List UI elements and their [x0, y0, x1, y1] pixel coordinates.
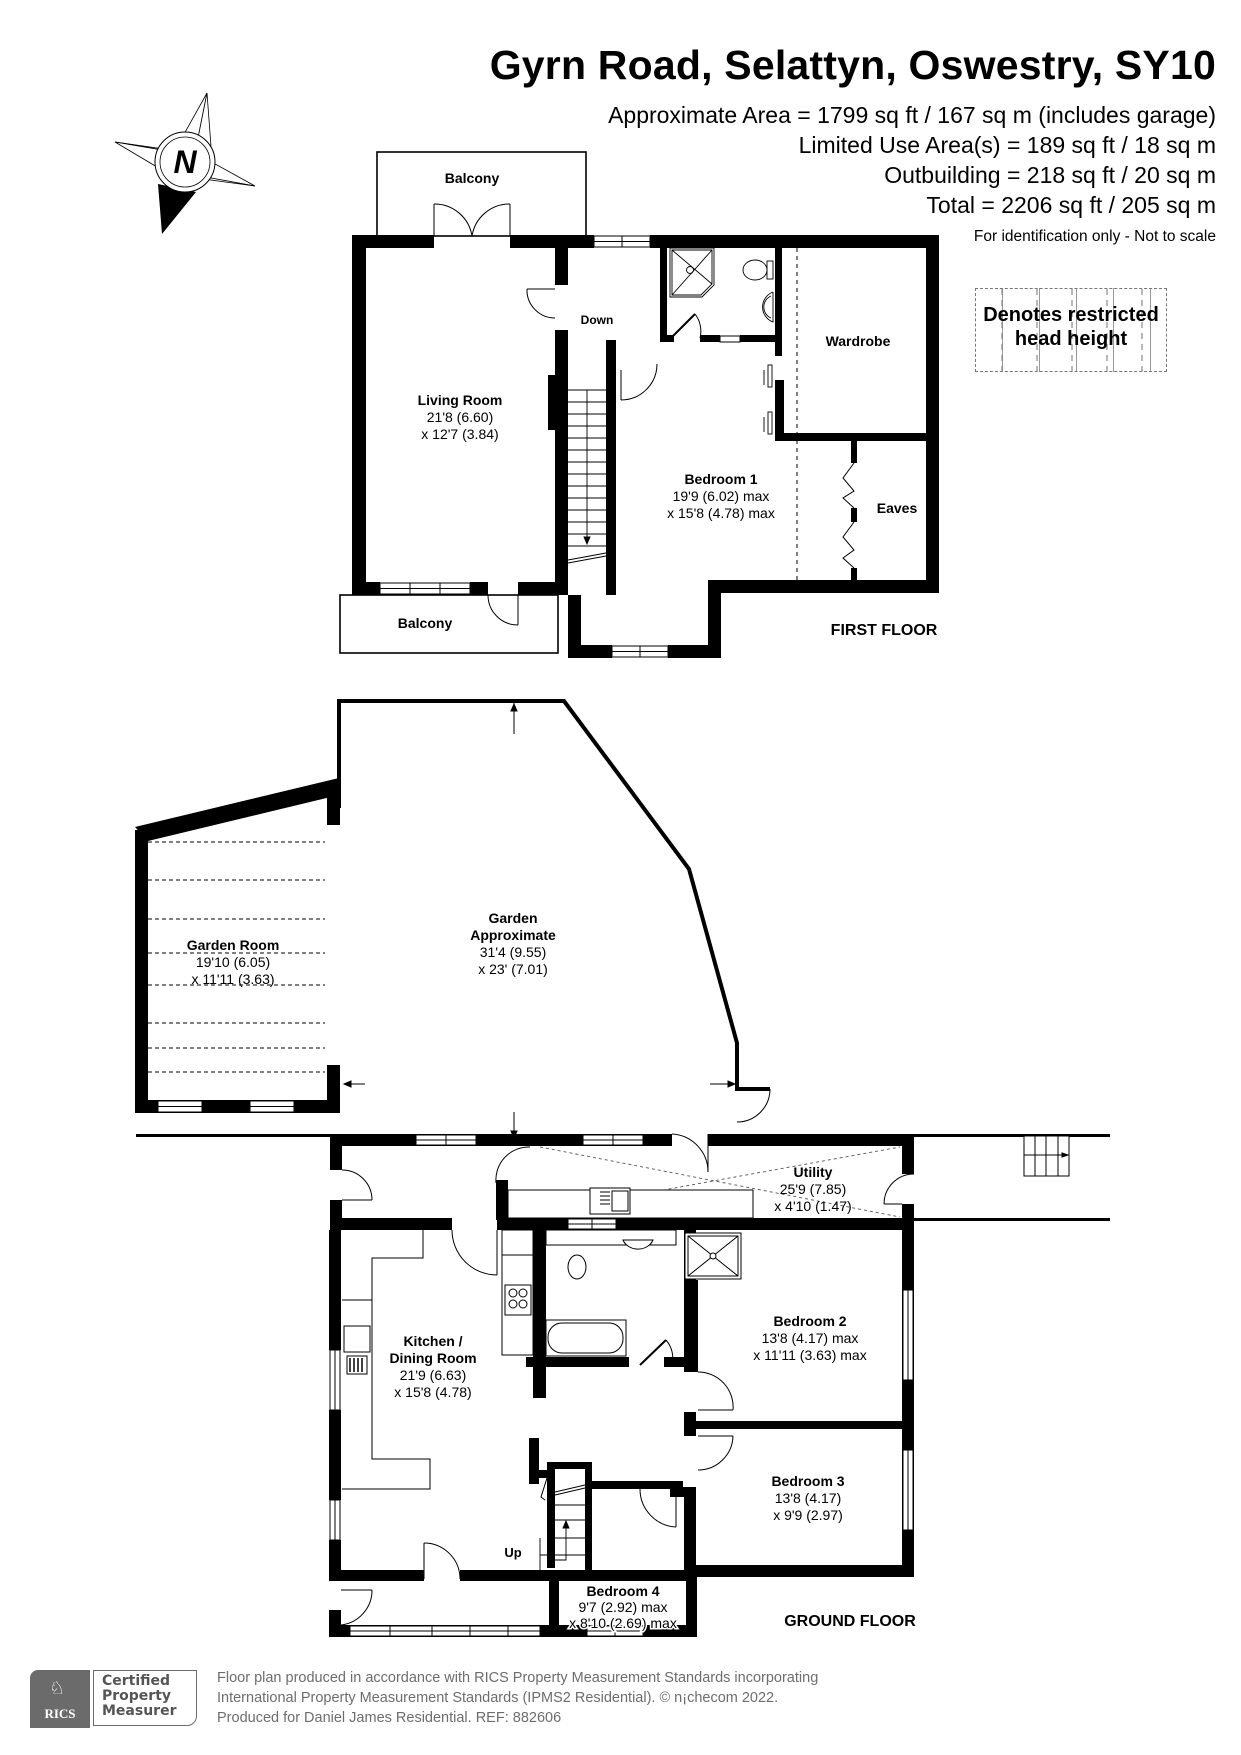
first-floor-plan: Balcony Down Living Room 21'8 (6.60) x 1…: [339, 151, 939, 658]
room-name-living-room: Living Room: [418, 392, 503, 408]
footer-credits: Floor plan produced in accordance with R…: [217, 1668, 818, 1728]
footer-line-2: International Property Measurement Stand…: [217, 1690, 779, 1706]
room-name-garden: Garden: [488, 910, 537, 926]
basin-icon: [762, 291, 774, 323]
footer-line-1: Floor plan produced in accordance with R…: [217, 1670, 819, 1686]
ground-floor-stairs: [539, 1484, 586, 1570]
room-dim-bedroom-3-2: x 9'9 (2.97): [773, 1507, 843, 1523]
room-dim-bedroom-1-2: x 15'8 (4.78) max: [667, 505, 775, 521]
area-summary: Approximate Area = 1799 sq ft / 167 sq m…: [608, 100, 1216, 220]
toilet-icon: [742, 259, 768, 281]
room-name-balcony-top: Balcony: [445, 170, 500, 186]
legend-line-1: Denotes restricted: [983, 304, 1159, 326]
room-dim-living-room-2: x 12'7 (3.84): [421, 426, 498, 442]
scale-disclaimer: For identification only - Not to scale: [973, 228, 1216, 245]
room-dim-bedroom-2-2: x 11'11 (3.63) max: [753, 1347, 866, 1363]
kitchen-fittings: [342, 1229, 534, 1490]
restricted-head-height-legend: Denotes restricted head height: [975, 288, 1167, 373]
rics-logo-icon: ♘ RICS: [30, 1670, 90, 1728]
property-title: Gyrn Road, Selattyn, Oswestry, SY10: [489, 42, 1216, 88]
footer-line-3: Produced for Daniel James Residential. R…: [217, 1710, 562, 1726]
room-dim-garden-room-1: 19'10 (6.05): [196, 954, 270, 970]
rics-wordmark: RICS: [44, 1706, 76, 1721]
kitchen-sink-icon: [343, 1325, 371, 1353]
room-name-kitchen: Kitchen /: [403, 1333, 462, 1349]
first-floor-label: FIRST FLOOR: [831, 622, 938, 639]
room-name-bedroom-4: Bedroom 4: [586, 1583, 659, 1599]
first-floor-stairs: [567, 389, 607, 564]
room-name-utility: Utility: [794, 1164, 833, 1180]
ensuite-fittings: [669, 247, 774, 323]
stairs-down-label: Down: [581, 313, 614, 327]
stairs-up-label: Up: [504, 1545, 521, 1560]
bath-icon: [547, 1322, 624, 1354]
room-dim-bedroom-1-1: 19'9 (6.02) max: [673, 488, 770, 504]
room-name-garden-room: Garden Room: [187, 937, 280, 953]
exterior-steps: [1023, 1135, 1070, 1177]
dashed-grid-icon: [1001, 289, 1143, 373]
approximate-area: Approximate Area = 1799 sq ft / 167 sq m…: [608, 102, 1216, 128]
room-dim-utility-2: x 4'10 (1.47): [774, 1198, 851, 1214]
room-dim-garden-2: x 23' (7.01): [478, 961, 548, 977]
room-dim-utility-1: 25'9 (7.85): [780, 1181, 847, 1197]
badge-line-2: Property: [102, 1688, 172, 1704]
room-name-wardrobe: Wardrobe: [826, 333, 891, 349]
room-name-eaves: Eaves: [877, 500, 918, 516]
ground-floor-plan: Utility 25'9 (7.85) x 4'10 (1.47) Kitche…: [136, 1133, 1110, 1637]
room-dim-kitchen-2: x 15'8 (4.78): [394, 1384, 471, 1400]
outbuilding-area: Outbuilding = 218 sq ft / 20 sq m: [884, 162, 1216, 188]
rics-lion-icon: ♘: [49, 1678, 66, 1698]
badge-line-3: Measurer: [102, 1703, 177, 1719]
room-name-bedroom-3: Bedroom 3: [771, 1473, 844, 1489]
certified-property-measurer: Certified Property Measurer: [93, 1670, 197, 1726]
room-dim-bedroom-4-1: 9'7 (2.92) max: [578, 1599, 667, 1615]
room-dim-bedroom-3-1: 13'8 (4.17): [775, 1490, 842, 1506]
room-name-bedroom-2: Bedroom 2: [773, 1313, 846, 1329]
room-name-garden-approximate: Approximate: [470, 927, 556, 943]
hob-icon: [504, 1284, 532, 1316]
room-name-bedroom-1: Bedroom 1: [684, 471, 757, 487]
room-dim-kitchen-1: 21'9 (6.63): [400, 1367, 467, 1383]
badge-line-1: Certified: [102, 1673, 171, 1689]
bathroom-fittings: [545, 1229, 742, 1357]
room-name-dining-room: Dining Room: [389, 1350, 476, 1366]
room-dim-garden-room-2: x 11'11 (3.63): [191, 971, 274, 987]
room-dim-bedroom-2-1: 13'8 (4.17) max: [762, 1330, 859, 1346]
rics-certified-badge: ♘ RICS Certified Property Measurer: [30, 1670, 200, 1728]
compass-north-letter: N: [173, 144, 197, 180]
room-dim-living-room-1: 21'8 (6.60): [427, 409, 494, 425]
compass-rose-icon: N: [114, 92, 256, 234]
room-name-balcony-bottom: Balcony: [398, 615, 453, 631]
garden-outbuilding-plan: Garden Room 19'10 (6.05) x 11'11 (3.63) …: [135, 699, 771, 1140]
legend-line-2: head height: [1014, 328, 1128, 350]
toilet-icon: [567, 1254, 587, 1280]
basin-icon: [622, 1239, 654, 1250]
room-dim-garden-1: 31'4 (9.55): [480, 944, 547, 960]
ground-floor-label: GROUND FLOOR: [784, 1613, 916, 1630]
room-dim-bedroom-4-2: x 8'10 (2.69) max: [569, 1615, 677, 1631]
legend-text: Denotes restricted head height: [976, 303, 1166, 351]
total-area: Total = 2206 sq ft / 205 sq m: [926, 192, 1216, 218]
limited-use-area: Limited Use Area(s) = 189 sq ft / 18 sq …: [798, 132, 1216, 158]
